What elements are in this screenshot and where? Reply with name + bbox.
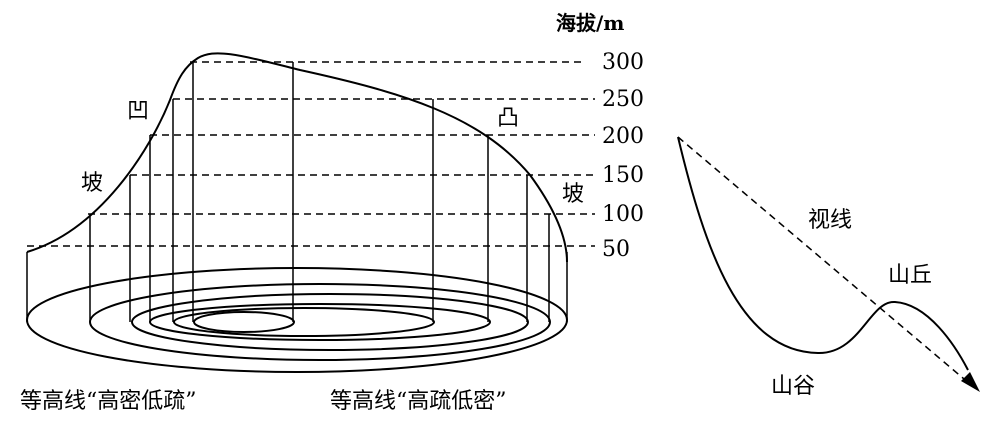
tick-300: 300 bbox=[602, 50, 644, 75]
tick-50: 50 bbox=[602, 237, 630, 262]
contour-150 bbox=[131, 293, 529, 351]
terrain-profile bbox=[677, 136, 969, 371]
contour-ellipses bbox=[26, 267, 568, 373]
axis-ticks: 300 250 200 150 100 50 bbox=[602, 50, 644, 262]
contour-200 bbox=[149, 303, 491, 341]
contour-100 bbox=[89, 283, 551, 361]
valley-label: 山谷 bbox=[771, 374, 815, 399]
tick-100: 100 bbox=[602, 202, 644, 227]
contour-50 bbox=[26, 267, 568, 373]
right-slope-label: 坡 bbox=[562, 182, 584, 207]
caption-left: 等高线“高密低疏” bbox=[20, 389, 197, 414]
tick-200: 200 bbox=[602, 124, 644, 149]
hill-label: 山丘 bbox=[888, 263, 932, 288]
sight-arrowhead-icon bbox=[961, 372, 980, 392]
hill-outline bbox=[26, 52, 568, 263]
convex-label: 凸 bbox=[497, 106, 519, 131]
tick-150: 150 bbox=[602, 163, 644, 188]
concave-label: 凹 bbox=[127, 99, 149, 124]
tick-250: 250 bbox=[602, 87, 644, 112]
sight-line bbox=[677, 136, 971, 385]
caption-right: 等高线“高疏低密” bbox=[330, 389, 507, 414]
elevation-dashed-lines bbox=[27, 61, 595, 247]
axis-title: 海拔/m bbox=[556, 11, 624, 35]
contour-250 bbox=[173, 307, 435, 337]
sight-line-label: 视线 bbox=[808, 208, 852, 233]
projection-lines bbox=[26, 62, 568, 322]
left-slope-label: 坡 bbox=[81, 171, 103, 196]
contour-300 bbox=[193, 311, 295, 333]
